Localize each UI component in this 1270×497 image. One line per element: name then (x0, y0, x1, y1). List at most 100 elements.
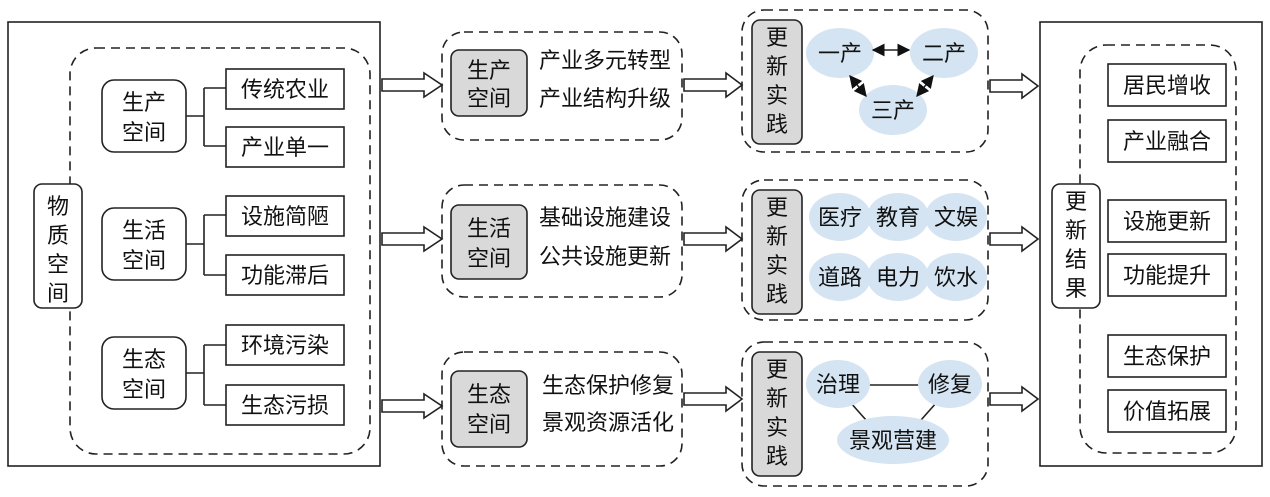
practice-label-char: 新 (766, 55, 788, 80)
result-title-char: 新 (1065, 219, 1087, 244)
practice-label-char: 践 (766, 283, 788, 308)
practice-ecology: 更 新 实 践 治理 修复 景观营建 (741, 341, 989, 487)
middle-label-box (450, 370, 528, 448)
source-label-line: 空间 (122, 249, 166, 274)
middle-dashed-box (441, 351, 683, 467)
result-item-box (1107, 253, 1227, 297)
facility-bubble (809, 193, 871, 241)
middle-label-line: 空间 (467, 247, 511, 272)
middle-living: 生活 空间 基础设施建设 公共设施更新 (441, 184, 683, 298)
hollow-arrow (989, 72, 1040, 100)
middle-desc-line: 景观资源活化 (542, 411, 674, 436)
middle-dashed-box (441, 31, 683, 141)
result-item-box (1107, 199, 1227, 243)
source-group-production: 生产 空间 传统农业 产业单一 (101, 68, 345, 168)
physical-space-title-char: 空 (47, 253, 69, 278)
double-arrow (916, 75, 934, 97)
practice-label-char: 更 (766, 26, 788, 51)
industry-bubble (910, 28, 978, 78)
result-title-char: 更 (1065, 190, 1087, 215)
result-item-text: 价值拓展 (1123, 400, 1211, 425)
facility-bubble (867, 253, 929, 301)
result-item-text: 设施更新 (1123, 210, 1211, 235)
middle-desc-line: 公共设施更新 (539, 245, 671, 270)
middle-label-line: 空间 (467, 87, 511, 112)
middle-label-box (450, 204, 528, 280)
industry-label: 二产 (922, 42, 966, 67)
practice-dashed-box (741, 179, 989, 321)
ecology-bubble (806, 360, 870, 408)
practice-label-char: 实 (766, 84, 788, 109)
physical-space-title-box (33, 183, 83, 309)
source-label-line: 生产 (122, 91, 166, 116)
physical-space-title-char: 间 (47, 282, 69, 307)
result-title-char: 结 (1065, 248, 1087, 273)
hollow-arrow (381, 71, 444, 99)
hollow-arrow (381, 225, 444, 253)
industry-bubble (859, 85, 927, 135)
practice-label-char: 新 (766, 387, 788, 412)
practice-label-char: 践 (766, 113, 788, 138)
source-group-living: 生活 空间 设施简陋 功能滞后 (101, 195, 345, 296)
ecology-label: 修复 (928, 373, 972, 398)
middle-dashed-box (441, 184, 683, 298)
ecology-label: 治理 (816, 373, 860, 398)
physical-space-title-char: 质 (47, 224, 69, 249)
hollow-arrow (989, 385, 1040, 413)
facility-bubble (867, 193, 929, 241)
source-item-box (225, 324, 345, 366)
practice-label-char: 新 (766, 225, 788, 250)
practice-living: 更 新 实 践 医疗 教育 文娱 道路 电力 饮水 (741, 179, 989, 321)
result-item-text: 功能提升 (1123, 264, 1211, 289)
industry-label: 一产 (818, 42, 862, 67)
bracket-connector (186, 344, 226, 406)
middle-desc-line: 基础设施建设 (539, 206, 671, 231)
hollow-arrow (683, 385, 744, 413)
source-item-text: 产业单一 (241, 136, 329, 161)
middle-desc-line: 生态保护修复 (542, 374, 674, 399)
hollow-arrow (683, 71, 744, 99)
hollow-arrow (989, 225, 1040, 253)
ecology-label: 景观营建 (849, 429, 937, 454)
result-item-text: 生态保护 (1123, 345, 1211, 370)
practice-label-char: 实 (766, 416, 788, 441)
practice-label-char: 更 (766, 358, 788, 383)
practice-label-box (751, 351, 803, 477)
ecology-bubble (837, 416, 949, 464)
middle-label-line: 生态 (467, 383, 511, 408)
facility-bubble (925, 193, 987, 241)
practice-dashed-box (741, 341, 989, 487)
source-label-line: 生态 (122, 348, 166, 373)
middle-label-box (450, 49, 528, 117)
practice-label-box (751, 189, 803, 315)
middle-desc-line: 产业结构升级 (539, 87, 671, 112)
source-item-text: 生态污损 (241, 394, 329, 419)
result-item-box (1107, 63, 1227, 107)
middle-desc-line: 产业多元转型 (539, 49, 671, 74)
result-panel: 更 新 结 果 居民增收 产业融合 设施更新 功能提升 生态保护 价值拓展 (1039, 21, 1263, 467)
result-title-char: 果 (1065, 277, 1087, 302)
physical-space-title-char: 物 (47, 195, 69, 220)
ecology-bubble (918, 360, 982, 408)
practice-dashed-box (741, 9, 989, 153)
practice-label-box (751, 19, 803, 145)
hollow-arrow (381, 392, 444, 420)
middle-production: 生产 空间 产业多元转型 产业结构升级 (441, 31, 683, 141)
result-item-box (1107, 334, 1227, 378)
result-item-box (1107, 119, 1227, 163)
source-item-text: 传统农业 (241, 78, 329, 103)
facility-label: 饮水 (934, 266, 978, 291)
result-item-text: 居民增收 (1123, 74, 1211, 99)
source-item-text: 功能滞后 (241, 264, 329, 289)
practice-label-char: 践 (766, 445, 788, 470)
result-title-box (1051, 183, 1101, 309)
middle-label-line: 生活 (467, 217, 511, 242)
industry-label: 三产 (871, 99, 915, 124)
source-item-box (225, 68, 345, 110)
bracket-connector (186, 87, 226, 147)
source-item-box (225, 195, 345, 237)
middle-label-line: 生产 (467, 59, 511, 84)
source-group-ecology: 生态 空间 环境污染 生态污损 (101, 324, 345, 426)
practice-label-char: 实 (766, 254, 788, 279)
